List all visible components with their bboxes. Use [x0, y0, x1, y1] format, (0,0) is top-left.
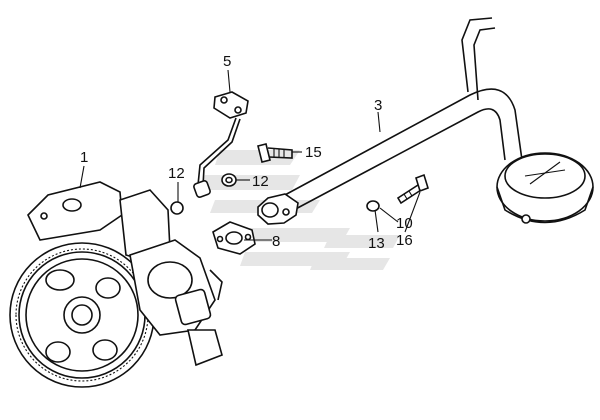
label-16: 16 [396, 232, 413, 249]
washer-part-13 [366, 200, 380, 212]
label-12-left: 12 [168, 165, 185, 182]
washer-part-12 [221, 173, 237, 187]
bolt-part-15 [257, 143, 293, 163]
label-8: 8 [272, 233, 280, 250]
bolt-part-10 [396, 173, 429, 205]
label-12-middle: 12 [252, 173, 269, 190]
washer-hole [225, 176, 233, 184]
suction-pipe-part-3 [282, 17, 594, 224]
pipe-flange [257, 193, 299, 225]
label-3: 3 [374, 97, 382, 114]
strainer-screw [521, 214, 531, 224]
label-13: 13 [368, 235, 385, 252]
washer-part-12-left [170, 201, 184, 215]
leader-lines [79, 69, 421, 241]
label-10: 10 [396, 215, 413, 232]
label-1: 1 [80, 149, 88, 166]
callout-labels: 1 3 5 8 10 12 12 13 15 16 [80, 53, 413, 252]
oil-tube-part-5 [193, 91, 249, 198]
gasket-part-8 [212, 221, 256, 255]
oil-pump-part-1 [9, 181, 223, 388]
label-15: 15 [305, 144, 322, 161]
label-5: 5 [223, 53, 231, 70]
